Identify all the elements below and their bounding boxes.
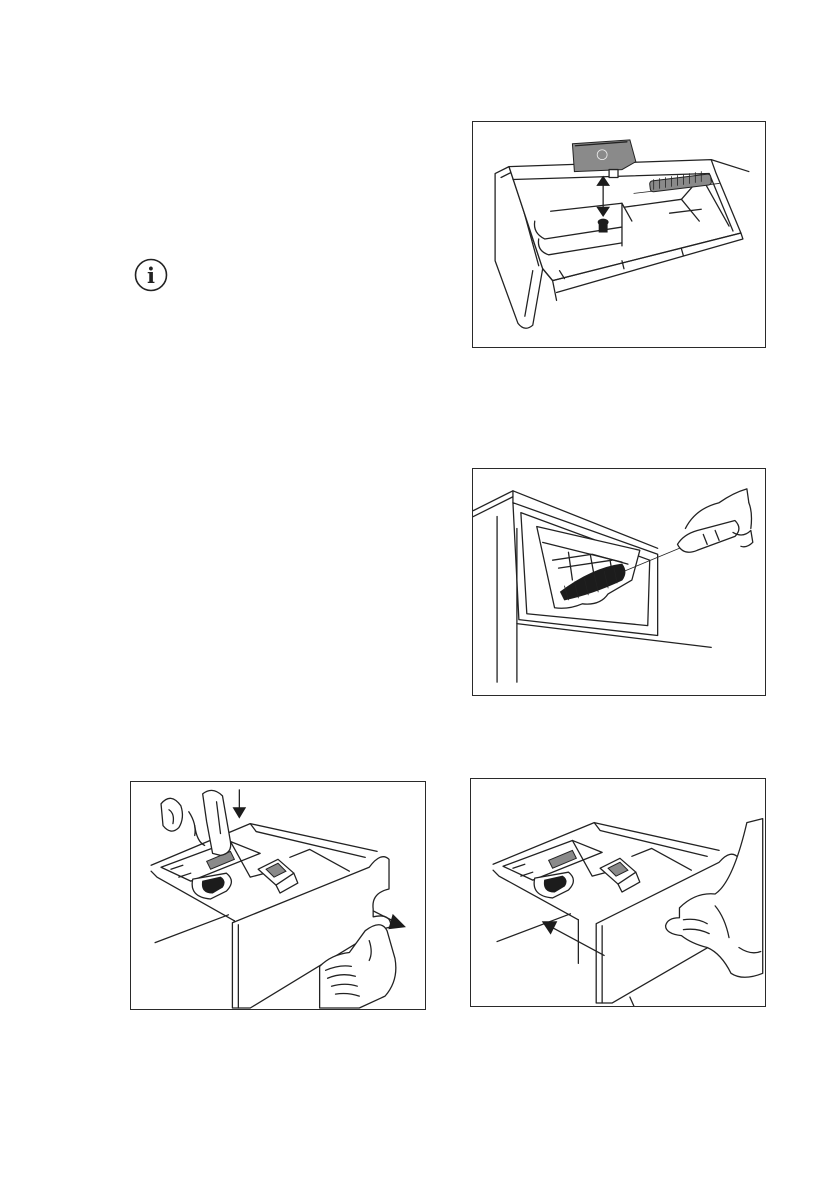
info-glyph: i: [147, 263, 155, 288]
info-icon: i: [134, 258, 168, 292]
figure-clean-drawer-recess: [472, 468, 766, 696]
figure-push-drawer-back: [470, 778, 766, 1007]
push-drawer-back-illustration: [471, 779, 765, 1006]
figure-drawer-insert-removal: [472, 121, 766, 348]
press-release-lever-pull-drawer-illustration: [131, 782, 425, 1009]
brush-clean-drawer-recess-illustration: [473, 469, 765, 695]
detergent-drawer-remove-insert-illustration: [473, 122, 765, 347]
figure-press-release-pull-drawer: [130, 781, 426, 1010]
